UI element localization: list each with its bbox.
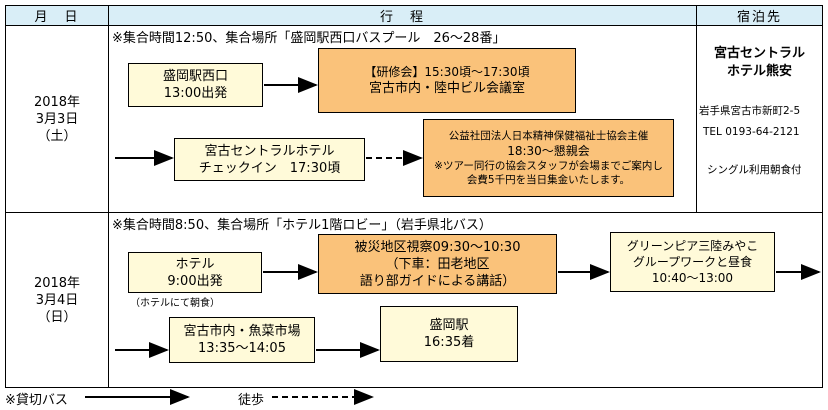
day1-checkin-hotel: 宮古セントラルホテル <box>204 143 335 159</box>
day2-lunch-place: グリーンピア三陸みやこ <box>626 239 759 253</box>
day2-date-cell: 2018年 3月4日 （日） <box>5 212 109 388</box>
day1-seminar-place: 宮古市内・陸中ビル会議室 <box>368 81 525 96</box>
day2-tour-stop: （下車：田老地区 <box>385 256 490 272</box>
day1-date-year: 2018年 <box>33 94 81 110</box>
day2-lunch-activity: グループワークと昼食 <box>632 255 753 269</box>
day2-tour-time: 被災地区視察09:30～10:30 <box>354 239 521 255</box>
lodging-name-line1: 宮古セントラル <box>713 46 805 61</box>
day1-checkin-time: チェックイン 17:30頃 <box>198 160 341 176</box>
lodging-address: 岩手県宮古市新町2-5 <box>699 105 801 117</box>
lodging-tel: TEL 0193-64-2121 <box>703 126 800 138</box>
day1-party-time: 18:30～懇親会 <box>507 144 590 158</box>
day2-breakfast-note: （ホテルにて朝食） <box>130 298 220 309</box>
day2-date-year: 2018年 <box>33 275 81 291</box>
day2-lunch-time: 10:40～13:00 <box>651 271 734 285</box>
header-lodging: 宿泊先 <box>696 5 823 26</box>
legend-walk-label: 徒歩 <box>238 393 265 408</box>
lodging-name: 宮古セントラル ホテル熊安 <box>697 45 822 81</box>
day1-checkin-box: 宮古セントラルホテル チェックイン 17:30頃 <box>174 138 365 181</box>
day2-tour-talk: 語り部ガイドによる講話） <box>359 273 516 289</box>
day2-tour-box: 被災地区視察09:30～10:30 （下車：田老地区 語り部ガイドによる講話） <box>318 234 557 294</box>
day2-hotel-time: 9:00出発 <box>167 273 223 289</box>
day1-depart-box: 盛岡駅西口 13:00出発 <box>128 63 263 107</box>
lodging-name-line2: ホテル熊安 <box>726 64 792 79</box>
day2-lunch-box: グリーンピア三陸みやこ グループワークと昼食 10:40～13:00 <box>610 232 775 292</box>
day1-depart-place: 盛岡駅西口 <box>162 69 228 84</box>
day2-assembly-note: ※集合時間8:50、集合場所「ホテル1階ロビー」（岩手県北バス） <box>112 218 492 233</box>
day1-party-guide-note: ※ツアー同行の協会スタッフが会場までご案内し <box>434 160 663 172</box>
day2-hotel-label: ホテル <box>175 256 215 272</box>
day1-depart-time: 13:00出発 <box>163 86 228 101</box>
day1-party-fee-note: 会費5千円を当日集金いたします。 <box>466 174 631 186</box>
day2-date-weekday: （日） <box>37 309 77 325</box>
day1-party-host: 公益社団法人日本精神保健福祉士協会主催 <box>448 130 649 142</box>
day1-assembly-note: ※集合時間12:50、集合場所「盛岡駅西口バスプール 26～28番」 <box>112 31 506 46</box>
day1-date-day: 3月3日 <box>35 111 79 127</box>
day1-seminar-time: 【研修会】15:30頃～17:30頃 <box>364 65 530 79</box>
day2-arrive-box: 盛岡駅 16:35着 <box>380 306 518 362</box>
day1-date-weekday: （土） <box>37 128 77 144</box>
day2-market-place: 宮古市内・魚菜市場 <box>183 324 301 339</box>
day2-market-time: 13:35～14:05 <box>198 341 286 356</box>
day2-market-box: 宮古市内・魚菜市場 13:35～14:05 <box>169 317 315 363</box>
lodging-plan: シングル利用朝食付 <box>707 164 802 176</box>
day2-hotel-depart-box: ホテル 9:00出発 <box>128 252 262 293</box>
lodging-cell <box>696 25 823 213</box>
day1-seminar-box: 【研修会】15:30頃～17:30頃 宮古市内・陸中ビル会議室 <box>318 48 576 113</box>
day2-date-day: 3月4日 <box>35 292 79 308</box>
legend-bus-label: ※貸切バス <box>5 393 68 408</box>
day2-arrive-place: 盛岡駅 <box>429 318 469 333</box>
day2-arrive-time: 16:35着 <box>423 335 475 350</box>
day1-party-box: 公益社団法人日本精神保健福祉士協会主催 18:30～懇親会 ※ツアー同行の協会ス… <box>423 119 674 197</box>
